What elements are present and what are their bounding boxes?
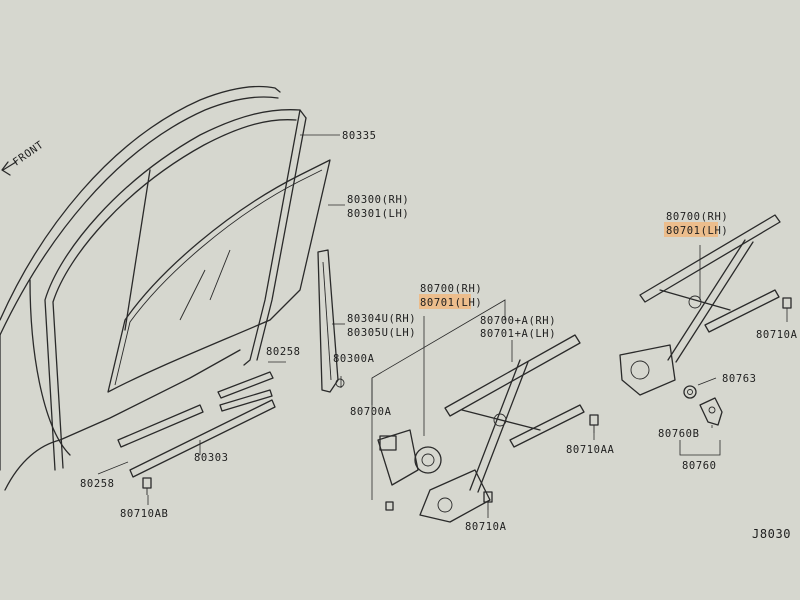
label-80701-lh-mid: 80701(LH) <box>420 297 482 309</box>
label-80701a-lh: 80701+A(LH) <box>480 328 556 340</box>
label-80760: 80760 <box>682 460 717 472</box>
motor-middle <box>377 429 442 486</box>
highlight-box-middle <box>419 294 471 309</box>
label-80303: 80303 <box>194 452 229 464</box>
grommet-80763-icon <box>683 385 697 399</box>
belt-moulding-upper <box>217 371 274 412</box>
label-80700a-rh: 80700+A(RH) <box>480 315 556 327</box>
label-80258-top: 80258 <box>266 346 301 358</box>
label-80763: 80763 <box>722 373 757 385</box>
label-80710aa: 80710AA <box>566 444 615 456</box>
bolt-80710a-mid-icon <box>483 491 493 510</box>
belt-moulding-lower <box>117 399 276 478</box>
window-regulator-middle <box>419 334 585 523</box>
label-80335: 80335 <box>342 130 377 142</box>
front-arrow-icon <box>1 161 17 176</box>
door-glass <box>107 159 331 393</box>
label-80710a-right: 80710A <box>756 329 798 341</box>
clip-80710ab-icon <box>142 477 152 495</box>
window-regulator-right <box>619 214 781 396</box>
diagram-code: J8030 <box>752 527 791 541</box>
label-80301-lh: 80301(LH) <box>347 208 409 220</box>
label-80305u-lh: 80305U(LH) <box>347 327 416 339</box>
label-80258-bottom: 80258 <box>80 478 115 490</box>
label-80710a-mid: 80710A <box>465 521 507 533</box>
label-80710ab: 80710AB <box>120 508 168 520</box>
label-80760b: 80760B <box>658 428 700 440</box>
label-80700a: 80700A <box>350 406 392 418</box>
label-80300a: 80300A <box>333 353 375 365</box>
bolt-80700a-icon <box>385 501 394 511</box>
label-80304u-rh: 80304U(RH) <box>347 313 416 325</box>
label-80300-rh: 80300(RH) <box>347 194 409 206</box>
label-80700-rh-right: 80700(RH) <box>666 211 728 223</box>
handle-80760-icon <box>699 397 723 426</box>
leader-lines <box>97 134 788 518</box>
bolt-80710aa-icon <box>589 414 599 433</box>
glass-run-channel <box>44 109 307 471</box>
label-80701-lh-right: 80701(LH) <box>666 225 728 237</box>
label-80700-rh-mid: 80700(RH) <box>420 283 482 295</box>
sash-part <box>317 249 345 393</box>
highlight-box-right <box>664 222 718 237</box>
